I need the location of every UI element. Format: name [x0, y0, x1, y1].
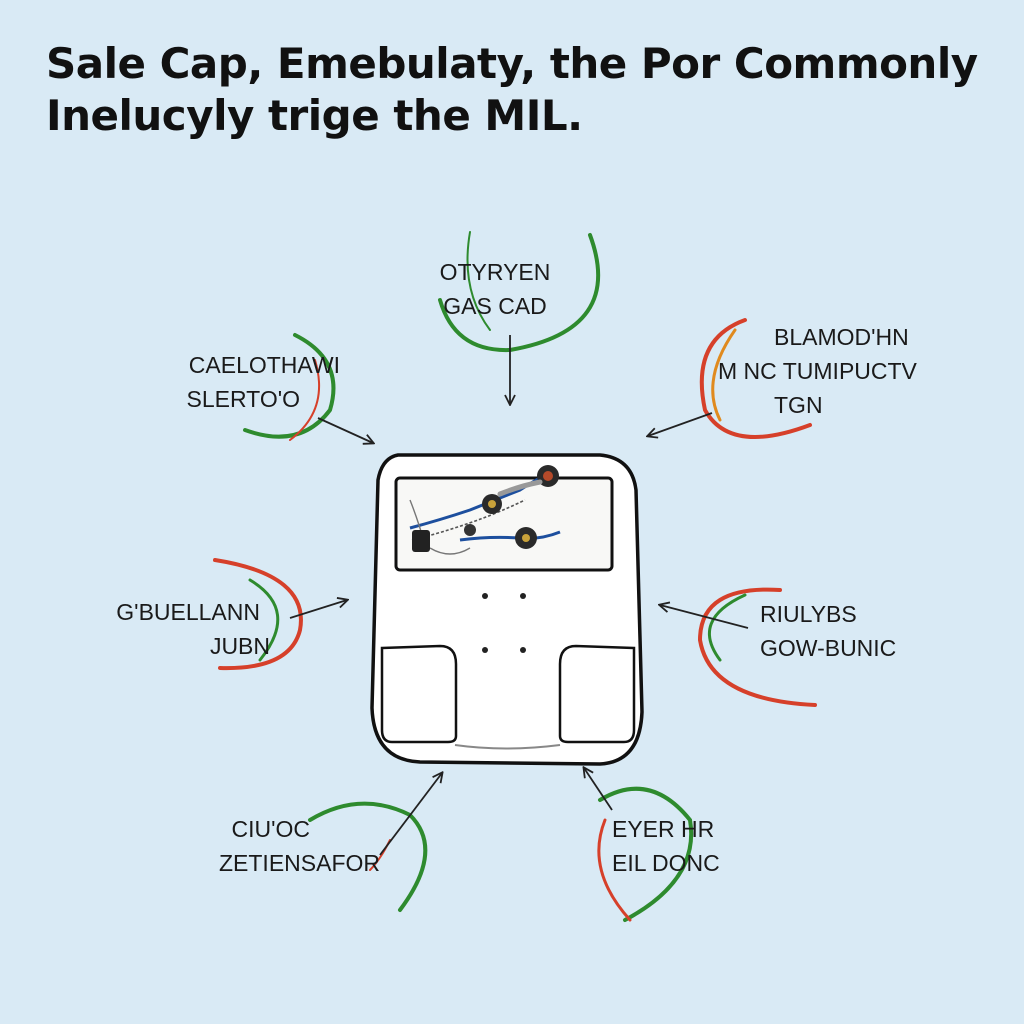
label-upper-right: BLAMOD'HN M NC TUMIPUCTV TGN	[718, 324, 917, 418]
arrow-icon	[289, 335, 749, 856]
diagram-title: Sale Cap, Emebulaty, the Por Commonly In…	[46, 38, 996, 142]
engine-module-icon	[370, 453, 644, 766]
label-mid-left: G'BUELLANN JUBN	[116, 599, 270, 659]
decorative-arcs	[213, 231, 817, 922]
label-mid-right: RIULYBS GOW-BUNIC	[760, 601, 897, 661]
wiring-harness	[409, 465, 561, 555]
title-line-2: Inelucyly trige the MIL.	[46, 91, 583, 140]
label-lower-left: CIU'OC ZETIENSAFOR	[218, 816, 380, 876]
label-top: OTYRYEN GAS CAD	[439, 259, 551, 319]
label-upper-left: CAELOTHAWI SLERTO'O	[186, 352, 340, 412]
label-lower-right: EYER HR EIL DONC	[612, 816, 720, 876]
title-line-1: Sale Cap, Emebulaty, the Por Commonly	[46, 39, 978, 88]
